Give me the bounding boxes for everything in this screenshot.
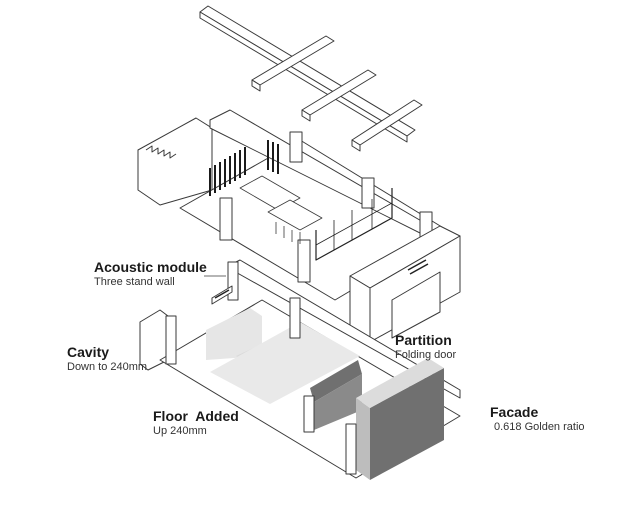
ceiling-beams: [199, 5, 423, 152]
annotation-partition: Partition Folding door: [395, 332, 456, 362]
table: [267, 199, 323, 231]
counter: [239, 175, 301, 211]
stair-steps: [145, 145, 177, 159]
bcolumn-2: [289, 297, 301, 339]
annotation-cavity: Cavity Down to 240mm: [67, 344, 147, 374]
column-1: [289, 131, 303, 163]
bcolumn-1: [227, 261, 239, 301]
facade-logo-icon: [407, 259, 429, 275]
annotation-subtitle: Down to 240mm: [67, 361, 148, 373]
bcolumn-3: [165, 315, 177, 365]
annotation-subtitle: 0.618 Golden ratio: [494, 421, 585, 433]
cavity-panel-1: [206, 308, 262, 360]
annotation-floor-added: Floor Added Up 240mm: [153, 408, 239, 438]
partition-panel-2: [314, 374, 362, 430]
bcolumn-4: [303, 395, 315, 433]
middle-columns: [219, 131, 433, 283]
column-2: [361, 177, 375, 209]
facade-mid-side: [356, 398, 370, 480]
column-4: [219, 197, 233, 241]
stair-block: [137, 117, 213, 206]
partition-panel: [310, 360, 362, 402]
annotation-acoustic-module: Acoustic module Three stand wall: [94, 259, 207, 289]
annotation-title: Cavity: [67, 344, 110, 360]
furniture: [239, 175, 393, 261]
facade-opening: [391, 271, 441, 339]
facade-light-top: [356, 358, 444, 408]
beam-cross-1-side: [251, 79, 261, 92]
facade-dark-front: [370, 368, 444, 480]
bottom-columns: [165, 261, 357, 475]
acoustic-slats: [209, 140, 279, 196]
annotation-title: Partition: [395, 332, 452, 348]
beam-cross-3-side: [351, 139, 361, 152]
bcolumn-5: [345, 423, 357, 475]
annotation-title: Floor Added: [153, 408, 239, 424]
beam-cross-2-side: [301, 109, 311, 122]
annotation-title: Facade: [490, 404, 539, 420]
annotation-title: Acoustic module: [94, 259, 207, 275]
annotation-facade: Facade 0.618 Golden ratio: [490, 404, 585, 434]
column-5: [297, 239, 311, 283]
annotation-subtitle: Folding door: [395, 349, 457, 361]
annotation-subtitle: Three stand wall: [94, 276, 175, 288]
floor-added-zone: [210, 322, 360, 404]
annotation-subtitle: Up 240mm: [153, 425, 207, 437]
bottom-shell: [139, 259, 461, 480]
middle-shell: [137, 109, 461, 343]
